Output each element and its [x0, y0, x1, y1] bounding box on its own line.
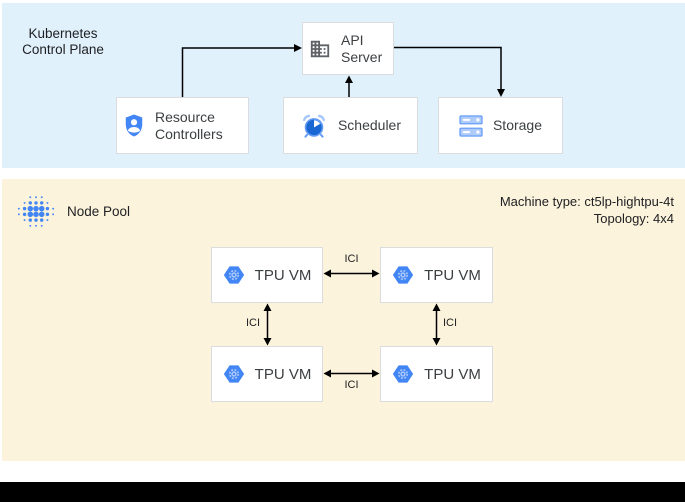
tpu-vm-label: TPU VM: [254, 266, 312, 284]
resource-controllers-label: Resource Controllers: [155, 108, 223, 142]
tpu-vm-label: TPU VM: [424, 266, 481, 284]
node-pool-dots-icon: [17, 196, 55, 227]
topology-text: Topology: 4x4: [593, 210, 674, 226]
tpu-hexagon-icon: [223, 266, 244, 284]
ici-label-top: ICI: [344, 253, 359, 265]
building-icon: [310, 40, 330, 57]
shield-user-icon: [125, 114, 143, 137]
api-server-box: API Server: [302, 22, 394, 75]
server-stack-icon: [459, 114, 483, 137]
resource-controllers-box: Resource Controllers: [116, 97, 249, 154]
machine-type-text: Machine type: ct5lp-hightpu-4t: [499, 194, 674, 209]
tpu-vm-box-3: TPU VM: [211, 346, 323, 402]
tpu-hexagon-icon: [393, 266, 414, 284]
tpu-vm-box-4: TPU VM: [380, 346, 493, 402]
tpu-vm-box-2: TPU VM: [380, 247, 493, 303]
bottom-bar: [0, 482, 685, 502]
ici-label-right: ICI: [443, 317, 458, 329]
tpu-vm-label: TPU VM: [254, 365, 312, 383]
ici-label-bottom: ICI: [344, 379, 359, 391]
node-pool-panel: [2, 179, 685, 461]
tpu-hexagon-icon: [393, 365, 414, 383]
tpu-hexagon-icon: [223, 365, 244, 383]
alarm-clock-icon: [302, 114, 325, 138]
storage-label: Storage: [492, 117, 543, 133]
node-pool-title: Node Pool: [67, 204, 131, 219]
storage-box: Storage: [438, 97, 563, 154]
control-plane-title-line1: Kubernetes: [28, 26, 98, 41]
api-server-label: API Server: [341, 31, 383, 65]
machine-info: Machine type: ct5lp-hightpu-4t Topology:…: [500, 194, 674, 227]
scheduler-label: Scheduler: [337, 117, 402, 133]
tpu-vm-box-1: TPU VM: [211, 247, 323, 303]
node-pool-header: Node Pool: [16, 194, 130, 229]
scheduler-box: Scheduler: [283, 97, 418, 154]
control-plane-title-line2: Control Plane: [22, 41, 104, 57]
ici-label-left: ICI: [245, 317, 260, 329]
control-plane-title: Kubernetes Control Plane: [6, 26, 120, 57]
tpu-vm-label: TPU VM: [424, 365, 481, 383]
